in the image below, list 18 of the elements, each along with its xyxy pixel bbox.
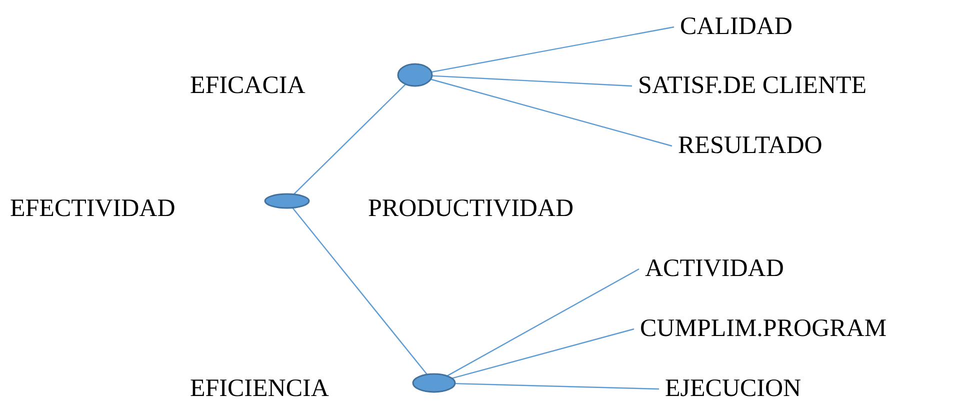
node-text: RESULTADO [678, 132, 822, 160]
node-text: CALIDAD [680, 13, 792, 40]
node-label: EFICACIA [190, 72, 306, 100]
connector-line [293, 84, 406, 195]
connector-line [431, 26, 674, 73]
label-text: PRODUCTIVIDAD [368, 195, 574, 222]
node-label: EFICIENCIA [190, 375, 329, 402]
connector-line [292, 207, 428, 375]
connector-line [454, 382, 660, 390]
connector-line [432, 75, 632, 87]
node-text: CUMPLIM.PROGRAM [640, 315, 887, 342]
node-text: ACTIVIDAD [645, 255, 784, 282]
connector-line [430, 78, 672, 147]
connector-line [446, 268, 640, 376]
node-label: EFECTIVIDAD [10, 195, 176, 222]
connector-line [452, 328, 634, 379]
node-text: SATISF.DE CLIENTE [638, 72, 867, 100]
node-text: EJECUCION [665, 375, 802, 402]
